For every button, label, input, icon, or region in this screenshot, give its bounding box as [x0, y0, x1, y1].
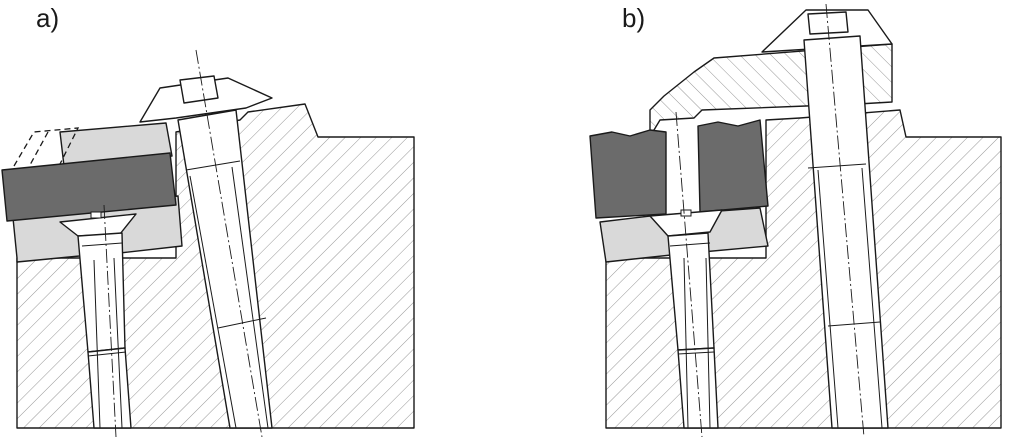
panel-a-angled-bolt — [139, 49, 273, 437]
panel-b: b) — [589, 3, 1002, 437]
panel-b-vertical-bolt — [649, 111, 723, 437]
panel-b-dark-workpiece-right — [697, 119, 769, 213]
panel-a-vertical-bolt — [59, 204, 137, 437]
panel-b-dark-workpiece-left — [589, 129, 667, 219]
panel-b-main-bolt — [803, 3, 889, 437]
panel-a: a) — [1, 3, 415, 437]
panel-a-label: a) — [36, 3, 59, 33]
panel-b-label: b) — [622, 3, 645, 33]
panel-a-phantom-outline — [13, 127, 80, 167]
panel-a-phantom-line — [29, 131, 49, 166]
panel-a-dark-workpiece — [1, 152, 177, 222]
